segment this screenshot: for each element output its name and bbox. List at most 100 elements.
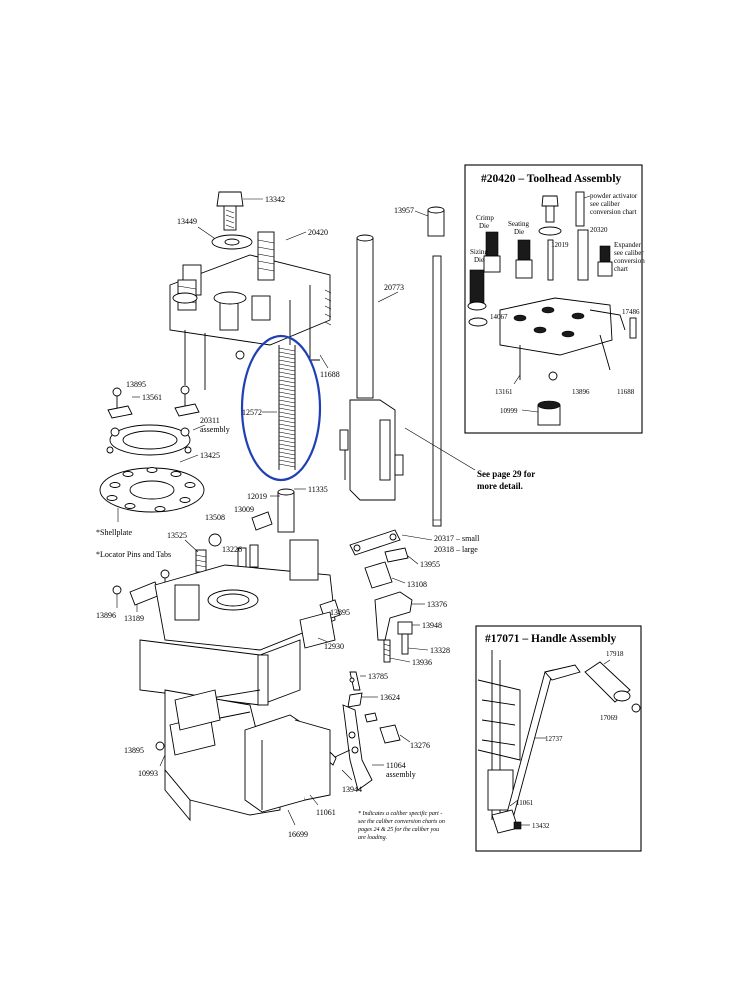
label-13955: 13955 <box>420 560 440 569</box>
toolhead-20420 <box>169 231 332 390</box>
label-13895c: 13895 <box>124 746 144 755</box>
indexing-rod <box>432 255 442 527</box>
label-11064: 11064 <box>386 761 406 770</box>
parts-13948-13328-13936 <box>383 621 413 663</box>
label-10993: 10993 <box>138 769 158 778</box>
label-13328: 13328 <box>430 646 450 655</box>
label-13376: 13376 <box>427 600 447 609</box>
label-13276: 13276 <box>410 741 430 750</box>
toolhead-label-exp-1: Expander <box>614 241 641 249</box>
parts-12019-11335 <box>251 488 295 533</box>
label-12572: 12572 <box>242 408 262 417</box>
cap-13957 <box>427 206 445 237</box>
handle-label-13432: 13432 <box>532 822 550 830</box>
handle-title: #17071 – Handle Assembly <box>485 633 617 645</box>
handle-label-17069: 17069 <box>600 714 618 722</box>
highlight-circle <box>240 334 322 482</box>
toolhead-label-size-2: Die <box>474 256 484 264</box>
label-13948: 13948 <box>422 621 442 630</box>
label-12930: 12930 <box>324 642 344 651</box>
label-13561: 13561 <box>142 393 162 402</box>
label-locator: *Locator Pins and Tabs <box>96 550 171 559</box>
link-20317 <box>349 529 401 556</box>
toolhead-label-seat-2: Die <box>514 228 524 236</box>
toolhead-label-exp-2: see caliber <box>614 249 644 257</box>
post-20773 <box>339 234 404 501</box>
label-13525: 13525 <box>167 531 187 540</box>
toolhead-label-17486: 17486 <box>622 308 640 316</box>
label-13624: 13624 <box>380 693 400 702</box>
see-page-note-line2: more detail. <box>477 481 523 491</box>
parts-13895-10993 <box>155 689 221 756</box>
toolhead-label-12019: 12019 <box>551 241 569 249</box>
caliber-note-line4: are loading. <box>358 835 387 841</box>
main-assembly: 13342 13449 20420 <box>96 191 535 841</box>
label-20311: 20311 <box>200 416 220 425</box>
label-20311-assembly: assembly <box>200 425 230 434</box>
label-20420: 20420 <box>308 228 328 237</box>
handle-label-11061: 11061 <box>516 799 534 807</box>
label-11061: 11061 <box>316 808 336 817</box>
toolhead-label-exp-4: chart <box>614 265 628 273</box>
label-11688: 11688 <box>320 370 340 379</box>
toolhead-label-11688: 11688 <box>617 388 635 396</box>
label-20318: 20318 – large <box>434 545 478 554</box>
toolhead-label-size-1: Sizing <box>470 248 488 256</box>
parts-16699-11061 <box>244 714 331 813</box>
toolhead-label-exp-3: conversion <box>614 257 645 265</box>
label-13226: 13226 <box>222 545 242 554</box>
caliber-note-line2: see the caliber conversion charts on <box>358 819 445 825</box>
label-13944: 13944 <box>342 785 362 794</box>
washer-13449 <box>211 234 253 250</box>
label-13895a: 13895 <box>126 380 146 389</box>
label-13785: 13785 <box>368 672 388 681</box>
label-11335: 11335 <box>308 485 328 494</box>
label-11064-assembly: assembly <box>386 770 416 779</box>
label-20317: 20317 – small <box>434 534 480 543</box>
parts-13895-12930 <box>299 599 341 649</box>
toolhead-inset: #20420 – Toolhead Assembly powder activa… <box>464 164 645 434</box>
label-13957: 13957 <box>394 206 414 215</box>
spring-12572 <box>278 345 296 470</box>
toolhead-label-13896: 13896 <box>572 388 590 396</box>
toolhead-label-powder-3: conversion chart <box>590 208 637 216</box>
label-shellplate: *Shellplate <box>96 528 132 537</box>
toolhead-label-seat-1: Seating <box>508 220 529 228</box>
handle-label-17918: 17918 <box>606 650 624 658</box>
label-13508: 13508 <box>205 513 225 522</box>
shellplate-13425 <box>99 467 205 513</box>
label-16699: 16699 <box>288 830 308 839</box>
toolhead-label-powder-1: powder activator <box>590 192 638 200</box>
parts-13785-13624 <box>347 671 363 708</box>
see-page-note-line1: See page 29 for <box>477 469 535 479</box>
label-13108: 13108 <box>407 580 427 589</box>
toolhead-label-13161: 13161 <box>495 388 513 396</box>
toolhead-label-14067: 14067 <box>490 313 508 321</box>
label-13009: 13009 <box>234 505 254 514</box>
label-13936: 13936 <box>412 658 432 667</box>
ring-20311 <box>106 424 192 456</box>
screws-13895 <box>107 385 200 419</box>
label-20773: 20773 <box>384 283 404 292</box>
parts-13508-13525-13226 <box>195 533 259 573</box>
toolhead-label-powder-2: see caliber <box>590 200 620 208</box>
label-12019: 12019 <box>247 492 267 501</box>
caliber-note-line1: * Indicates a caliber specific part - <box>358 810 442 817</box>
handle-inset: #17071 – Handle Assembly 12737 17918 170… <box>475 625 642 852</box>
handle-label-12737: 12737 <box>545 735 563 743</box>
toolhead-title: #20420 – Toolhead Assembly <box>481 173 622 185</box>
parts-13276-11064 <box>326 704 401 791</box>
toolhead-label-20320: 20320 <box>590 226 608 234</box>
label-13189: 13189 <box>124 614 144 623</box>
bolt-13342 <box>216 191 244 231</box>
caliber-note-line3: pages 24 & 25 for the caliber you <box>357 826 439 833</box>
toolhead-label-crimp-2: Die <box>479 222 489 230</box>
label-13342: 13342 <box>265 195 285 204</box>
toolhead-label-10999: 10999 <box>500 407 518 415</box>
label-13896: 13896 <box>96 611 116 620</box>
label-13449: 13449 <box>177 217 197 226</box>
label-13895b: 13895 <box>330 608 350 617</box>
parts-13955-13108-13376 <box>364 547 413 641</box>
label-13425: 13425 <box>200 451 220 460</box>
